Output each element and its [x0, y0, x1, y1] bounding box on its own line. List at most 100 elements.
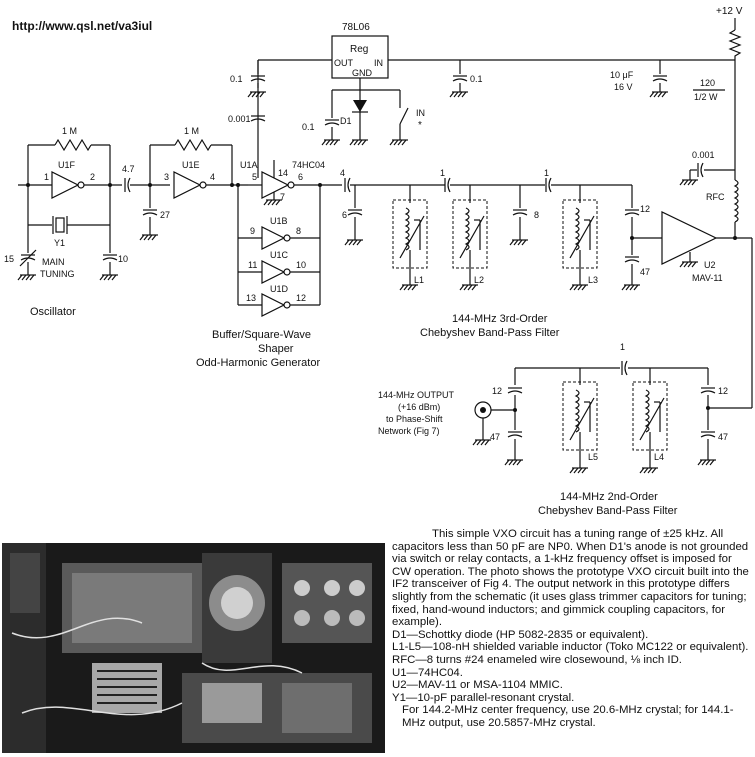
component-label: 12 [640, 204, 650, 214]
component-label: 47 [640, 267, 650, 277]
feedback-resistor-2 [174, 138, 212, 152]
prototype-photo [2, 543, 385, 753]
caption-d1: D1—Schottky diode (HP 5082-2835 or equiv… [392, 628, 649, 641]
component-label: GND [352, 68, 373, 78]
component-label: Chebyshev Band-Pass Filter [420, 327, 560, 339]
component-label: (+16 dBm) [398, 402, 440, 412]
inductor-l1 [392, 199, 428, 269]
component-label: 10 [296, 260, 306, 270]
caption-description: This simple VXO circuit has a tuning ran… [392, 528, 749, 629]
component-label: 12 [296, 293, 306, 303]
component-label: L3 [588, 275, 598, 285]
component-label: 7 [280, 192, 285, 202]
component-label: Network (Fig 7) [378, 426, 440, 436]
component-label: 6 [342, 210, 347, 220]
component-label: 14 [278, 168, 288, 178]
caption-rfc: RFC—8 turns #24 enameled wire closewound… [392, 653, 682, 666]
component-label: 0.001 [228, 114, 251, 124]
caption-y1-note: For 144.2-MHz center frequency, use 20.6… [402, 704, 734, 729]
component-label: 1 [440, 168, 445, 178]
schematic-diagram: http://www.qsl.net/va3iul 78L06 Reg OUT … [4, 6, 753, 517]
component-label: L5 [588, 452, 598, 462]
component-label: L1 [414, 275, 424, 285]
component-label: D1 [340, 116, 352, 126]
component-label: 1 [620, 342, 625, 352]
component-label: 1 M [184, 126, 199, 136]
caption-inductors: L1-L5—108-nH shielded variable inductor … [392, 641, 749, 654]
component-label: * [418, 120, 422, 131]
figure-caption: This simple VXO circuit has a tuning ran… [392, 528, 752, 730]
component-label: U1F [58, 160, 76, 170]
component-label: 12 [718, 386, 728, 396]
inductor-l2 [452, 199, 488, 269]
diode-d1 [353, 100, 367, 112]
component-label: 0.1 [230, 74, 243, 84]
component-label: 1 [544, 168, 549, 178]
component-label: to Phase-Shift [386, 414, 443, 424]
caption-y1: Y1—10-pF parallel-resonant crystal. [392, 691, 575, 704]
component-label: IN [374, 58, 383, 68]
inverter-u1f [51, 171, 80, 199]
buffer-label: Buffer/Square-Wave [212, 329, 311, 341]
component-label: Shaper [258, 343, 294, 355]
component-label: IN [416, 108, 425, 118]
component-label: 27 [160, 210, 170, 220]
component-label: 74HC04 [292, 160, 325, 170]
inverter-u1b [261, 226, 286, 250]
component-label: 47 [718, 432, 728, 442]
caption-u1: U1—74HC04. [392, 666, 463, 679]
component-label: 5 [252, 172, 257, 182]
component-label: U1C [270, 250, 289, 260]
component-label: 4.7 [122, 164, 135, 174]
component-label: 0.001 [692, 150, 715, 160]
inverter-u1e [173, 171, 202, 199]
component-label: 1 [44, 172, 49, 182]
component-label: 8 [534, 210, 539, 220]
component-label: 4 [340, 168, 345, 178]
component-label: OUT [334, 58, 354, 68]
amplifier-u2 [661, 211, 718, 265]
component-label: 11 [248, 260, 257, 270]
bpf2-title: 144-MHz 2nd-Order [560, 491, 658, 503]
component-label: Odd-Harmonic Generator [196, 357, 320, 369]
component-label: U1E [182, 160, 200, 170]
component-label: TUNING [40, 269, 75, 279]
supply-label: +12 V [716, 6, 743, 17]
oscillator-label: Oscillator [30, 306, 76, 318]
component-label: RFC [706, 192, 725, 202]
component-label: Chebyshev Band-Pass Filter [538, 505, 678, 517]
component-label: 12 [492, 386, 502, 396]
component-label: 10 [118, 254, 128, 264]
output-label: 144-MHz OUTPUT [378, 390, 455, 400]
component-label: 1 M [62, 126, 77, 136]
inverter-u1d [261, 293, 286, 317]
component-label: 8 [296, 226, 301, 236]
component-label: MAIN [42, 257, 65, 267]
component-label: 3 [164, 172, 169, 182]
caption-u2: U2—MAV-11 or MSA-1104 MMIC. [392, 679, 563, 692]
component-label: U2 [704, 260, 716, 270]
component-label: MAV-11 [692, 273, 723, 283]
component-label: L4 [654, 452, 664, 462]
component-label: 0.1 [302, 122, 315, 132]
component-label: U1D [270, 284, 289, 294]
component-label: 6 [298, 172, 303, 182]
regulator-part: 78L06 [342, 22, 370, 33]
component-label: U1A [240, 160, 258, 170]
crystal-y1 [55, 217, 65, 233]
component-label: Reg [350, 44, 368, 55]
component-label: 2 [90, 172, 95, 182]
component-label: 13 [246, 293, 256, 303]
component-label: 9 [250, 226, 255, 236]
inductor-l4 [632, 381, 668, 451]
component-label: 120 [700, 78, 715, 88]
feedback-resistor-1 [54, 138, 92, 152]
component-label: 1/2 W [694, 92, 718, 102]
component-label: U1B [270, 216, 288, 226]
component-label: Y1 [54, 238, 65, 248]
source-url: http://www.qsl.net/va3iul [12, 19, 152, 33]
inverter-u1c [261, 260, 286, 284]
bpf1-title: 144-MHz 3rd-Order [452, 313, 548, 325]
component-label: 0.1 [470, 74, 483, 84]
